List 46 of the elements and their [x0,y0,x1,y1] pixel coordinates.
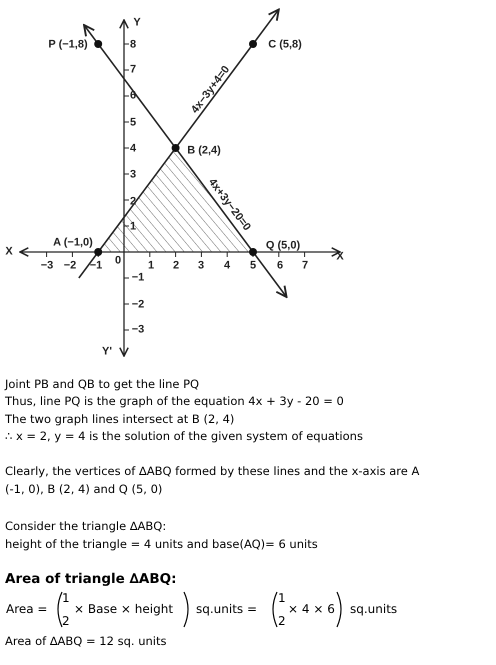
heading: Area of triangle ∆ABQ: [5,571,178,588]
tick-label: −2 [132,300,144,310]
tick-label: 0 [114,256,122,266]
tick-label: 1 [130,222,136,232]
text-line: Consider the triangle ∆ABQ: [5,518,168,535]
paragraph: Clearly, the vertices of ∆ABQ formed by these lines and the x-axis are A (-1, 0), B (2, 4) and Q (5, 0) [5,463,420,498]
text-line: height of the triangle = 4 units and base(AQ)= 6 units [5,536,319,553]
formula-text: × 4 × 6 [288,603,335,615]
text-line: ∴ x = 2, y = 4 is the solution of the given system of equations [5,428,364,445]
point-label: P (−1,8) [48,40,88,50]
axis-label: Y [133,18,141,28]
tick-label: 1 [148,260,154,272]
text-line: Area of ∆ABQ = 12 sq. units [5,633,168,650]
tick-label: 7 [302,260,308,272]
point-label: Q (5,0) [266,240,300,252]
tick-label: 5 [130,118,136,128]
numerator: 1 [278,592,286,604]
tick-label: −1 [132,272,144,284]
tick-label: 4 [130,144,136,154]
formula-text: sq.units = [196,603,258,615]
tick-label: 3 [198,260,204,272]
text-line: Joint PB and QB to get the line PQ [5,376,200,393]
formula-text: sq.units [350,603,398,615]
tick-label: 2 [172,260,180,272]
tick-label: 8 [130,40,136,50]
formula-text: Area = [6,603,48,615]
tick-label: −2 [64,260,76,272]
axis-label: X [5,246,13,258]
numerator: 1 [62,592,70,604]
denominator: 2 [278,615,286,627]
formula-text: × Base × height [74,603,174,615]
tick-label: −3 [132,324,144,336]
text-line: Thus, line PQ is the graph of the equation 4x + 3y - 20 = 0 [5,393,345,410]
tick-label: 6 [276,260,284,272]
tick-label: −3 [40,260,54,272]
tick-label: 4 [224,260,230,272]
tick-label: 3 [130,170,136,180]
text-line: The two graph lines intersect at B (2, 4) [5,411,236,428]
tick-label: 5 [250,260,256,272]
point-label: B (2,4) [187,146,221,156]
point-label: A (−1,0) [53,238,93,248]
point-label: C (5,8) [268,40,302,50]
tick-label: 7 [130,64,136,76]
denominator: 2 [62,615,70,627]
tick-label: −1 [90,260,102,272]
axis-label: Y' [102,346,112,358]
